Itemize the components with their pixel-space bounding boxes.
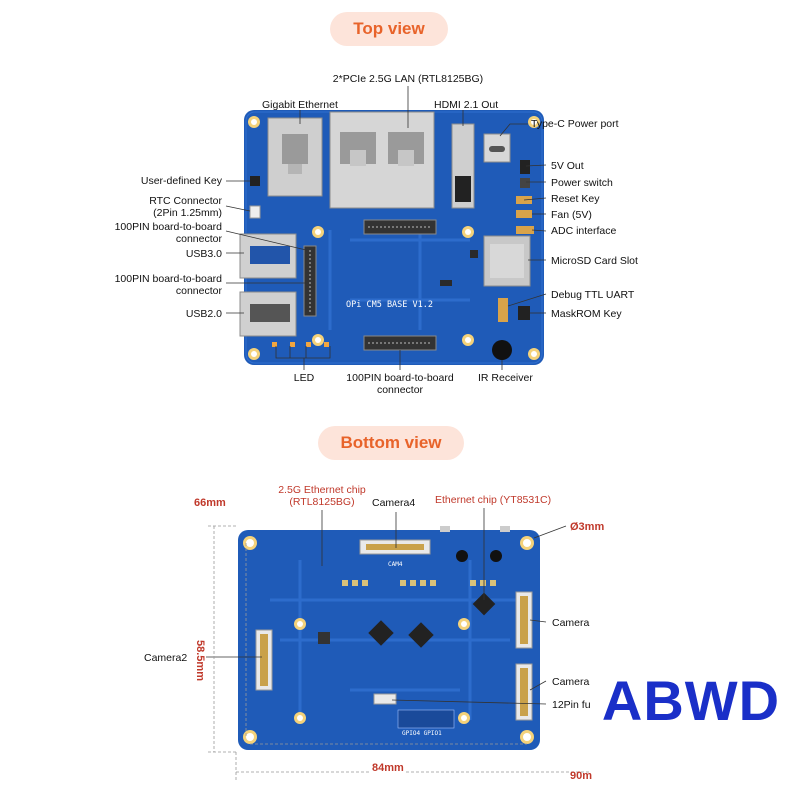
label-usb3: USB3.0 bbox=[185, 248, 222, 260]
label-eth25-chip-sub: (RTL8125BG) bbox=[289, 496, 355, 508]
label-b2b-connector-1: 100PIN board-to-board bbox=[114, 221, 222, 233]
dimension-84mm: 84mm bbox=[370, 762, 406, 774]
dimension-66mm: 66mm bbox=[194, 497, 226, 509]
label-gigabit-ethernet: Gigabit Ethernet bbox=[262, 99, 338, 111]
bottom-view-title: Bottom view bbox=[318, 426, 464, 460]
top-board bbox=[239, 110, 544, 365]
label-pcie-lan: 2*PCIe 2.5G LAN (RTL8125BG) bbox=[332, 73, 484, 85]
label-maskrom: MaskROM Key bbox=[551, 308, 622, 320]
top-leader-lines bbox=[225, 86, 547, 370]
label-rtc-connector: RTC Connector bbox=[149, 195, 222, 207]
label-hdmi-out: HDMI 2.1 Out bbox=[434, 99, 499, 111]
label-hole-size: Ø3mm bbox=[570, 521, 605, 533]
label-camera-right-2: Camera bbox=[552, 676, 590, 688]
label-adc: ADC interface bbox=[551, 225, 617, 237]
label-fan: Fan (5V) bbox=[551, 209, 592, 221]
label-5v-out: 5V Out bbox=[551, 160, 584, 172]
label-camera2: Camera2 bbox=[144, 652, 188, 664]
top-view-title: Top view bbox=[330, 12, 448, 46]
gpio-silkscreen: GPIO4 GPIO1 bbox=[402, 730, 442, 737]
label-power-switch: Power switch bbox=[551, 177, 613, 189]
label-user-key: User-defined Key bbox=[140, 175, 222, 187]
label-12pin: 12Pin fu bbox=[552, 699, 591, 711]
label-led: LED bbox=[293, 372, 315, 384]
bottom-board bbox=[238, 526, 540, 750]
label-b2b-connector-3: 100PIN board-to-board bbox=[346, 372, 454, 384]
label-debug-uart: Debug TTL UART bbox=[551, 289, 635, 301]
label-eth25-chip: 2.5G Ethernet chip bbox=[278, 484, 366, 496]
label-b2b-connector-2: 100PIN board-to-board bbox=[114, 273, 222, 285]
board-silkscreen: OPi CM5 BASE V1.2 bbox=[346, 300, 433, 310]
label-camera4: Camera4 bbox=[372, 497, 416, 509]
label-usb2: USB2.0 bbox=[185, 308, 222, 320]
label-b2b-connector-3-sub: connector bbox=[376, 384, 424, 396]
label-reset-key: Reset Key bbox=[551, 193, 600, 205]
dimension-90mm: 90m bbox=[570, 770, 593, 782]
label-microsd: MicroSD Card Slot bbox=[551, 255, 638, 267]
label-camera-right-1: Camera bbox=[552, 617, 590, 629]
watermark-logo: ABWD bbox=[601, 652, 781, 750]
label-rtc-sub: (2Pin 1.25mm) bbox=[153, 207, 222, 219]
label-ir-receiver: IR Receiver bbox=[478, 372, 533, 384]
dimension-58-5mm: 58.5mm bbox=[194, 640, 206, 681]
label-typec-power: Type-C Power port bbox=[531, 118, 619, 130]
cam4-silkscreen: CAM4 bbox=[388, 561, 403, 568]
label-b2b-connector-2-sub: connector bbox=[175, 285, 222, 297]
label-b2b-connector-1-sub: connector bbox=[175, 233, 222, 245]
dimension-lines bbox=[208, 525, 590, 780]
label-eth-chip: Ethernet chip (YT8531C) bbox=[435, 494, 552, 506]
bottom-leader-lines bbox=[206, 508, 567, 705]
